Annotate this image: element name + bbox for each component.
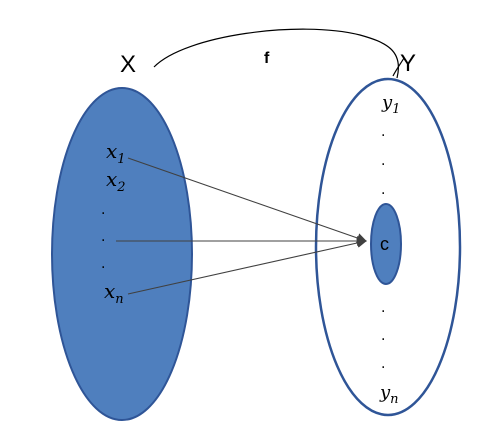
mapping-arrow-x1 xyxy=(127,157,367,243)
codomain-set-label: Y xyxy=(400,50,416,77)
codomain-element-y1: y1 xyxy=(381,92,400,117)
image-element-c xyxy=(370,203,402,285)
function-curve xyxy=(153,28,399,79)
codomain-ellipsis-dot: . xyxy=(381,153,385,169)
domain-element-x1: x1 xyxy=(106,139,126,167)
domain-element-xn: xn xyxy=(104,279,124,307)
function-label: f xyxy=(264,50,270,67)
image-element-label: c xyxy=(380,234,389,254)
codomain-ellipsis-dot: . xyxy=(381,356,385,372)
codomain-ellipsis-dot: . xyxy=(381,182,385,198)
codomain-element-yn: yn xyxy=(379,382,399,407)
domain-element-x2: x2 xyxy=(106,167,126,195)
codomain-ellipsis-dot: . xyxy=(381,328,385,344)
domain-set-label: X xyxy=(120,51,136,78)
mapping-arrow-xn xyxy=(127,238,367,295)
domain-ellipsis-dot: . xyxy=(101,229,105,245)
codomain-ellipsis-dot: . xyxy=(381,124,385,140)
codomain-ellipsis-dot: . xyxy=(381,300,385,316)
domain-ellipsis-dot: . xyxy=(101,202,105,218)
function-curve-tip xyxy=(392,57,405,77)
domain-set-x xyxy=(51,87,193,421)
domain-ellipsis-dot: . xyxy=(101,256,105,272)
